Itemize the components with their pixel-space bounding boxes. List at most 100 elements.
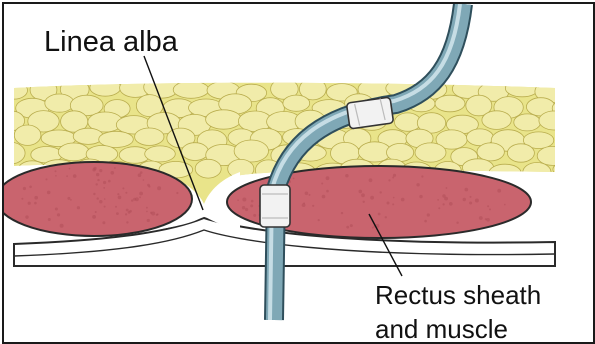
- muscle-fiber-dot: [69, 168, 71, 170]
- muscle-fiber-dot: [486, 218, 490, 222]
- muscle-fiber-dot: [67, 197, 70, 200]
- muscle-fiber-dot: [55, 170, 57, 172]
- muscle-fiber-dot: [146, 211, 148, 213]
- muscle-fiber-dot: [363, 201, 365, 203]
- fat-lobule: [553, 161, 587, 178]
- fat-lobule: [4, 82, 28, 99]
- muscle-fiber-dot: [34, 202, 37, 205]
- muscle-fiber-dot: [419, 195, 422, 198]
- muscle-fiber-dot: [114, 167, 116, 169]
- fat-lobule: [507, 144, 534, 162]
- muscle-fiber-dot: [176, 192, 178, 194]
- muscle-fiber-dot: [250, 204, 253, 207]
- muscle-fiber-dot: [146, 207, 148, 209]
- muscle-fiber-dot: [475, 199, 479, 203]
- muscle-fiber-dot: [251, 200, 254, 203]
- muscle-fiber-dot: [293, 178, 295, 180]
- muscle-fiber-dot: [437, 199, 439, 201]
- muscle-fiber-dot: [147, 184, 150, 187]
- muscle-fiber-dot: [77, 206, 80, 209]
- muscle-fiber-dot: [111, 171, 115, 175]
- muscle-fiber-dot: [151, 212, 155, 216]
- muscle-fiber-dot: [57, 213, 60, 216]
- muscle-fiber-dot: [242, 206, 245, 209]
- muscle-fiber-dot: [96, 173, 99, 176]
- muscle-fiber-dot: [102, 221, 105, 224]
- muscle-fiber-dot: [104, 206, 106, 208]
- fat-lobule: [173, 81, 209, 98]
- muscle-fiber-dot: [321, 183, 323, 185]
- muscle-fiber-dot: [438, 207, 440, 209]
- fat-lobule: [523, 163, 551, 183]
- muscle-fiber-dot: [140, 171, 143, 174]
- fat-lobule: [537, 146, 568, 165]
- muscle-fiber-dot: [115, 206, 117, 208]
- muscle-fiber-dot: [242, 198, 246, 202]
- muscle-fiber-dot: [369, 178, 373, 182]
- label-rectus-line2: and muscle: [375, 314, 508, 342]
- fat-lobule: [234, 140, 268, 162]
- muscle-fiber-dot: [47, 191, 51, 195]
- muscle-fiber-dot: [118, 196, 122, 200]
- muscle-fiber-dot: [322, 195, 326, 199]
- fat-lobule: [415, 143, 446, 162]
- muscle-fiber-dot: [427, 213, 430, 216]
- muscle-fiber-dot: [97, 197, 99, 199]
- tube-clip-icon-lower: [260, 185, 290, 227]
- muscle-fiber-dot: [55, 208, 58, 211]
- muscle-fiber-dot: [156, 214, 158, 216]
- fat-lobule: [14, 125, 41, 145]
- muscle-fiber-dot: [253, 214, 256, 217]
- muscle-fiber-dot: [46, 178, 48, 180]
- muscle-fiber-dot: [465, 188, 469, 192]
- muscle-fiber-dot: [139, 196, 141, 198]
- fat-lobule: [206, 110, 242, 129]
- fat-lobule: [514, 114, 541, 131]
- fat-lobule: [145, 146, 176, 162]
- fat-lobule: [182, 143, 209, 161]
- muscle-fiber-dot: [361, 193, 365, 197]
- muscle-fiber-dot: [55, 175, 57, 177]
- muscle-fiber-dot: [103, 187, 105, 189]
- muscle-fiber-dot: [378, 213, 381, 216]
- muscle-fiber-dot: [504, 204, 506, 206]
- muscle-fiber-dot: [312, 205, 314, 207]
- muscle-fiber-dot: [463, 198, 466, 201]
- muscle-fiber-dot: [108, 180, 111, 183]
- muscle-fiber-dot: [424, 220, 427, 223]
- muscle-fiber-dot: [99, 169, 102, 172]
- muscle-fiber-dot: [93, 167, 96, 170]
- muscle-fiber-dot: [401, 198, 405, 202]
- muscle-fiber-dot: [93, 193, 95, 195]
- fat-lobule: [482, 111, 511, 130]
- muscle-fiber-dot: [442, 194, 445, 197]
- fat-lobule: [73, 128, 103, 144]
- muscle-fiber-dot: [303, 202, 305, 204]
- muscle-fiber-dot: [387, 202, 390, 205]
- muscle-fiber-dot: [388, 179, 390, 181]
- muscle-fiber-dot: [103, 181, 106, 184]
- muscle-fiber-dot: [350, 224, 353, 227]
- muscle-fiber-dot: [60, 224, 64, 228]
- fat-lobule: [552, 100, 579, 116]
- muscle-fiber-dot: [125, 213, 127, 215]
- muscle-fiber-dot: [305, 192, 309, 196]
- muscle-fiber-dot: [104, 198, 106, 200]
- muscle-fiber-dot: [245, 208, 248, 211]
- muscle-fiber-dot: [385, 216, 387, 218]
- muscle-fiber-dot: [25, 215, 28, 218]
- fat-lobule: [90, 79, 121, 96]
- muscle-fiber-dot: [99, 200, 102, 203]
- muscle-fiber-dot: [96, 183, 98, 185]
- muscle-fiber-dot: [135, 197, 139, 201]
- muscle-fiber-dot: [370, 196, 374, 200]
- label-rectus-line1: Rectus sheath: [375, 280, 541, 310]
- muscle-fiber-dot: [497, 189, 501, 193]
- muscle-fiber-dot: [73, 174, 77, 178]
- tube-clip-icon: [346, 97, 393, 129]
- muscle-fiber-dot: [326, 190, 329, 193]
- muscle-fiber-dot: [97, 179, 99, 181]
- muscle-fiber-dot: [470, 196, 472, 198]
- muscle-fiber-dot: [380, 191, 382, 193]
- fat-lobule: [135, 128, 164, 145]
